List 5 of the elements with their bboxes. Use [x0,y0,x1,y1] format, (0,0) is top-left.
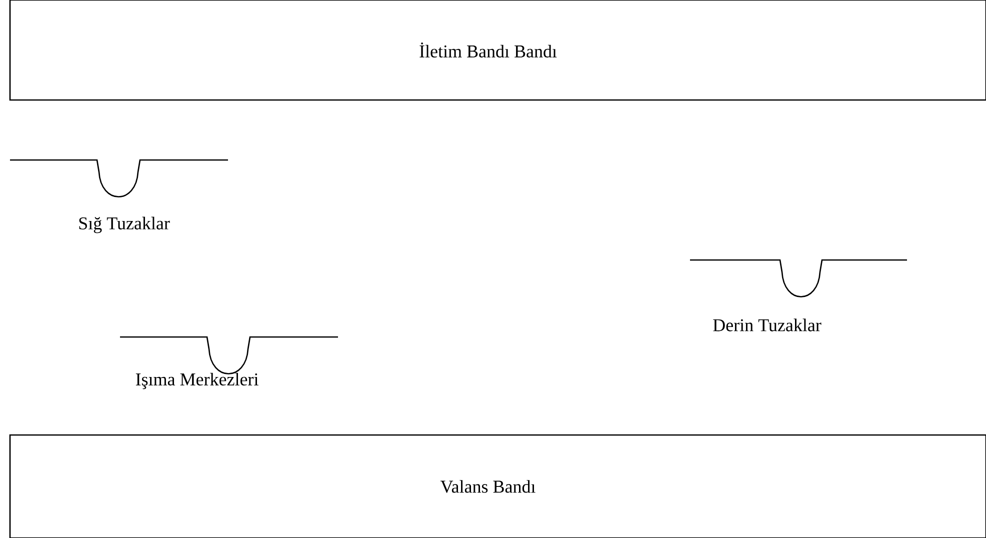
trap-label: Sığ Tuzaklar [79,216,170,234]
band-box: Valans Bandı [9,434,986,538]
trap-label: Derin Tuzaklar [713,318,822,332]
trap-label: Işıma Merkezleri [136,372,258,390]
band-box: İletim Bandı Bandı [9,0,986,101]
